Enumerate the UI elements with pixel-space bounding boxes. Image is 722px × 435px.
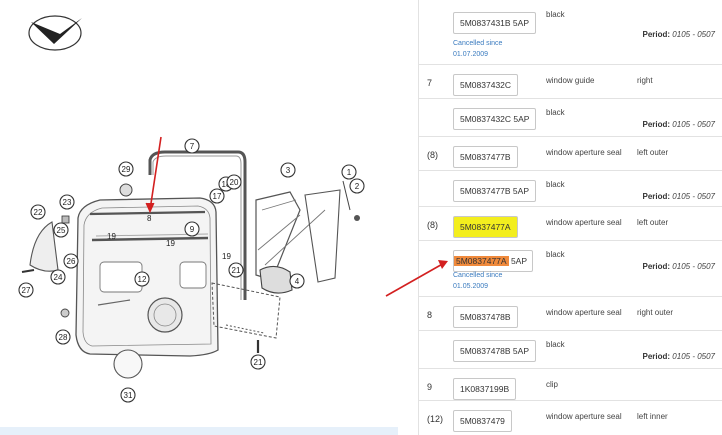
svg-text:23: 23 xyxy=(63,198,72,207)
part-code[interactable]: 5M0837477A 5AP xyxy=(453,250,534,272)
window-seal-inner xyxy=(91,236,209,242)
table-row: (12) 5M0837479 window aperture seal left… xyxy=(419,400,722,435)
brand-logo-icon xyxy=(28,15,82,51)
table-row: 7 5M0837432C window guide right xyxy=(419,64,722,99)
red-arrow-diagram xyxy=(149,136,162,211)
part-code[interactable]: 5M0837479 xyxy=(453,410,512,432)
svg-text:31: 31 xyxy=(124,391,133,400)
period-text: Period: 0105 - 0507 xyxy=(642,192,716,201)
callout-4: 4 xyxy=(289,273,305,289)
callout-24: 24 xyxy=(50,269,66,285)
protective-sheet xyxy=(211,282,281,339)
period-text: Period: 0105 - 0507 xyxy=(642,352,716,361)
part-code[interactable]: 5M0837431B 5AP xyxy=(453,12,536,34)
cover-cap xyxy=(113,349,143,379)
svg-text:21: 21 xyxy=(232,266,241,275)
parts-table: 5M0837431B 5AP black Period: 0105 - 0507… xyxy=(418,0,722,435)
svg-text:3: 3 xyxy=(286,166,291,175)
table-row: (8) 5M0837477A window aperture seal left… xyxy=(419,206,722,241)
callout-9: 9 xyxy=(184,221,200,237)
callout-31: 31 xyxy=(120,387,136,403)
svg-text:8: 8 xyxy=(147,214,152,223)
speaker-opening xyxy=(147,297,183,333)
svg-text:7: 7 xyxy=(190,142,195,151)
bottom-scroll-bar xyxy=(0,427,398,435)
callout-17: 17 xyxy=(209,188,225,204)
table-row: 8 5M0837478B window aperture seal right … xyxy=(419,296,722,331)
svg-text:24: 24 xyxy=(54,273,63,282)
period-text: Period: 0105 - 0507 xyxy=(642,120,716,129)
part-color: black xyxy=(546,10,565,19)
svg-text:22: 22 xyxy=(34,208,43,217)
grommet xyxy=(119,183,133,197)
callout-12: 12 xyxy=(134,271,150,287)
callout-21: 21 xyxy=(228,262,244,278)
part-code-highlighted[interactable]: 5M0837477A xyxy=(453,216,518,238)
red-arrow-table xyxy=(385,260,448,297)
svg-text:17: 17 xyxy=(213,192,222,201)
svg-text:20: 20 xyxy=(230,178,239,187)
callout-27: 27 xyxy=(18,282,34,298)
part-code[interactable]: 5M0837478B xyxy=(453,306,518,328)
svg-text:18: 18 xyxy=(222,180,231,189)
callout-3: 3 xyxy=(280,162,296,178)
window-guide-frame xyxy=(148,150,247,300)
period-text: Period: 0105 - 0507 xyxy=(642,30,716,39)
svg-text:9: 9 xyxy=(190,225,195,234)
part-code[interactable]: 5M0837477B 5AP xyxy=(453,180,536,202)
window-seal-outer xyxy=(89,210,206,216)
callout-23: 23 xyxy=(59,194,75,210)
period-text: Period: 0105 - 0507 xyxy=(642,262,716,271)
regulator-motor xyxy=(259,265,293,294)
part-code[interactable]: 5M0837432C xyxy=(453,74,519,96)
mirror-trim xyxy=(29,221,59,272)
window-regulator xyxy=(255,191,301,281)
table-row: 5M0837432C 5AP black Period: 0105 - 0507 xyxy=(419,98,722,137)
table-row: (8) 5M0837477B window aperture seal left… xyxy=(419,136,722,171)
callout-28: 28 xyxy=(55,329,71,345)
callout-29: 29 xyxy=(118,161,134,177)
part-code[interactable]: 5M0837477B xyxy=(453,146,518,168)
callout-26: 26 xyxy=(63,253,79,269)
svg-text:1: 1 xyxy=(347,168,352,177)
table-row: 9 1K0837199B clip xyxy=(419,368,722,401)
table-row: 5M0837477B 5AP black Period: 0105 - 0507 xyxy=(419,170,722,207)
svg-text:12: 12 xyxy=(138,275,147,284)
table-row: 5M0837431B 5AP black Period: 0105 - 0507… xyxy=(419,0,722,65)
callout-7: 7 xyxy=(184,138,200,154)
diagram-panel: 8 19 19 19 1 2 3 4 7 9 12 17 18 20 21 21… xyxy=(0,15,398,435)
table-row: 5M0837477A 5AP black Period: 0105 - 0507… xyxy=(419,240,722,297)
svg-text:29: 29 xyxy=(122,165,131,174)
callout-22: 22 xyxy=(30,204,46,220)
part-code[interactable]: 5M0837478B 5AP xyxy=(453,340,536,362)
callout-20: 20 xyxy=(226,174,242,190)
door-exploded-diagram: 8 19 19 19 1 2 3 4 7 9 12 17 18 20 21 21… xyxy=(18,15,365,403)
svg-text:2: 2 xyxy=(355,182,360,191)
svg-text:21: 21 xyxy=(254,358,263,367)
svg-text:26: 26 xyxy=(67,257,76,266)
svg-text:4: 4 xyxy=(295,277,300,286)
svg-text:25: 25 xyxy=(57,226,66,235)
svg-text:19: 19 xyxy=(107,232,116,241)
callout-1: 1 xyxy=(341,164,357,180)
svg-text:28: 28 xyxy=(59,333,68,342)
svg-text:19: 19 xyxy=(166,239,175,248)
svg-text:27: 27 xyxy=(22,286,31,295)
callout-21-lower: 21 xyxy=(250,354,266,370)
callout-2: 2 xyxy=(349,178,365,194)
callout-25: 25 xyxy=(53,222,69,238)
part-code[interactable]: 1K0837199B xyxy=(453,378,517,400)
svg-text:19: 19 xyxy=(222,252,231,261)
table-row: 5M0837478B 5AP black Period: 0105 - 0507 xyxy=(419,330,722,369)
part-code[interactable]: 5M0837432C 5AP xyxy=(453,108,537,130)
